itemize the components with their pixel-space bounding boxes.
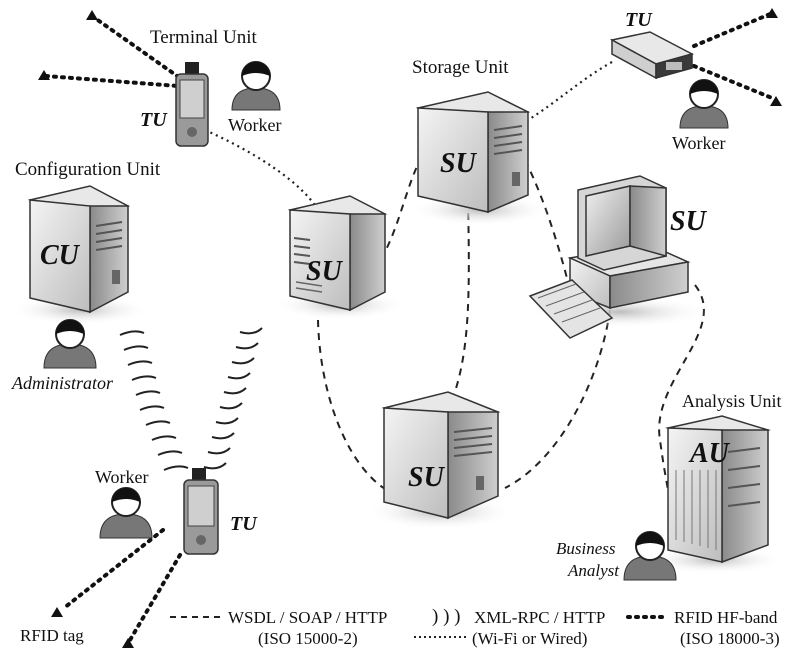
xml-rpc-wireless-arcs [119,327,263,471]
worker-person-bottom [99,487,153,539]
storage-unit-desktop-computer [528,175,710,339]
au-label: AU [690,438,729,469]
link-tu-top-left-su-left [204,128,319,211]
storage-unit-bottom-server [365,391,515,530]
worker-label-top-right: Worker [672,133,726,153]
link-su-left-su-bottom [317,319,391,493]
administrator-label: Administrator [12,373,114,393]
configuration-unit-server [10,185,150,325]
administrator-person [43,319,97,369]
worker-label-bottom: Worker [95,467,149,487]
su-label-top: SU [440,148,476,179]
worker-label-top-left: Worker [228,115,282,135]
rfid-tag-label: RFID tag [20,626,84,645]
link-tu-top-right-su-top [524,61,613,123]
storage-unit-title: Storage Unit [412,57,509,78]
su-label-computer: SU [670,206,706,237]
link-su-computer-su-bottom [504,309,611,489]
legend-rfid-label: RFID HF-band [674,608,778,627]
link-su-computer-au [658,284,705,511]
business-analyst-person [623,531,677,581]
su-label-left: SU [306,256,342,287]
terminal-unit-pda-bottom [183,468,219,555]
worker-person-top-left [231,61,281,111]
legend-xmlrpc-label: XML-RPC / HTTP [474,608,606,627]
cu-label: CU [40,240,79,271]
terminal-unit-pda-top [175,62,209,147]
configuration-unit-title: Configuration Unit [15,159,161,180]
legend-xmlrpc-standard: (Wi-Fi or Wired) [472,629,588,648]
link-su-top-su-computer [524,159,571,291]
legend-wsdl-standard: (ISO 15000-2) [258,629,358,648]
business-analyst-label-line2: Analyst [568,561,619,580]
legend-samples [170,615,670,638]
analysis-unit-server [645,415,785,574]
legend-xmlrpc-symbol: ) ) ) [432,606,461,627]
tu-label-bottom: TU [230,513,257,535]
rfid-links [44,12,774,642]
link-su-top-su-bottom [447,199,470,411]
storage-unit-top-server [410,91,550,226]
wifi-wired-links [204,61,613,211]
worker-person-top-right [679,79,729,129]
analysis-unit-title: Analysis Unit [682,391,782,411]
legend-wsdl-label: WSDL / SOAP / HTTP [228,608,388,627]
terminal-unit-reader-top-right [609,31,695,80]
storage-unit-left-server [275,195,405,320]
business-analyst-label-line1: Business [556,539,616,558]
terminal-unit-title: Terminal Unit [150,27,257,48]
legend-rfid-standard: (ISO 18000-3) [680,629,780,648]
tu-label-top-right: TU [625,9,652,31]
rfid-tag-markers [38,8,782,648]
tu-label-top-left: TU [140,109,167,131]
su-label-bottom: SU [408,462,444,493]
